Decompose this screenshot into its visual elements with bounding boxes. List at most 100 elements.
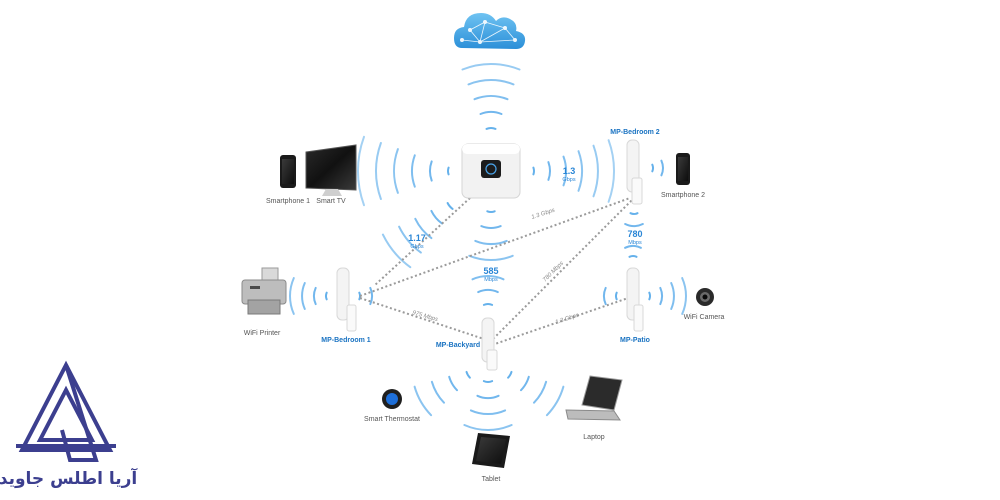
wave-arc — [577, 150, 583, 192]
mesh-point-bedroom1 — [336, 267, 357, 332]
camera-icon — [696, 288, 714, 306]
link-label-backyard-bedroom2: 780 Mbps — [542, 261, 565, 284]
wave-arc — [289, 277, 295, 315]
wave-arc — [430, 209, 443, 225]
link-label-backyard-patio: 1.3 Gbps — [555, 313, 580, 326]
wifi-signal-waves — [289, 63, 687, 432]
cloud-icon — [454, 13, 526, 49]
wave-arc — [607, 139, 616, 203]
wave-arc — [533, 380, 548, 404]
wave-router-left — [357, 135, 450, 207]
speed-unit: Mbps — [628, 240, 642, 246]
wave-arc — [660, 159, 664, 177]
mesh-point-bedroom2 — [626, 139, 643, 205]
wave-arc — [446, 202, 454, 210]
wave-arc — [547, 161, 551, 181]
wave-router-down — [468, 210, 514, 262]
mesh-links — [359, 197, 635, 346]
wave-arc — [398, 225, 422, 254]
wave-arc — [628, 255, 638, 258]
wave-arc — [477, 289, 499, 294]
wave-arc — [473, 95, 509, 101]
wave-arc — [480, 225, 502, 229]
link-backyard-bedroom2 — [489, 199, 633, 343]
link-router-bedroom1 — [374, 197, 471, 286]
wave-arc — [369, 286, 373, 306]
wave-arc — [469, 409, 507, 415]
smartphone-1-icon — [280, 155, 296, 188]
wave-arc — [592, 144, 599, 198]
wave-backyard-down-left — [413, 370, 471, 417]
speed-router-backyard: 585 Mbps — [483, 266, 498, 283]
wave-arc — [485, 127, 497, 130]
wave-arc — [624, 245, 642, 249]
smart-tv-label: Smart TV — [316, 198, 346, 205]
wave-arc — [681, 277, 687, 315]
smartphone-1-label: Smartphone 1 — [266, 198, 310, 205]
wave-arc — [357, 135, 365, 207]
speed-value: 780 — [627, 229, 642, 239]
laptop-icon — [565, 375, 623, 421]
wave-arc — [374, 142, 382, 200]
wifi-camera-label: WiFi Camera — [684, 314, 725, 321]
node-label-bedroom1: MP-Bedroom 1 — [321, 337, 371, 344]
wave-arc — [545, 385, 565, 417]
mesh-point-patio — [626, 267, 644, 332]
wave-bedroom1-left — [289, 277, 328, 315]
smartphone-2-icon — [676, 153, 690, 185]
wave-router-right — [532, 139, 616, 203]
smart-thermostat-label: Smart Thermostat — [364, 416, 420, 423]
wave-patio-left — [603, 286, 618, 306]
wave-arc — [324, 291, 328, 301]
smartphone-2-label: Smartphone 2 — [661, 192, 705, 199]
tablet-label: Tablet — [482, 476, 501, 483]
node-label-bedroom2: MP-Bedroom 2 — [610, 129, 660, 136]
wave-arc — [467, 79, 515, 86]
wave-arc — [507, 370, 513, 379]
wave-arc — [482, 380, 494, 383]
wave-arc — [430, 380, 445, 404]
printer-icon — [241, 267, 287, 315]
wave-bedroom2-right — [651, 159, 664, 177]
wave-router-up — [461, 63, 521, 130]
wave-arc — [381, 233, 412, 269]
speed-router-bedroom2: 1.3 Gbps — [562, 166, 575, 183]
wifi-printer-label: WiFi Printer — [244, 330, 281, 337]
wave-patio-right — [648, 277, 687, 315]
wave-arc — [520, 375, 530, 392]
wave-arc — [301, 282, 306, 310]
wave-arc — [465, 370, 471, 379]
wave-arc — [624, 223, 644, 227]
router-device — [461, 143, 521, 199]
wave-backyard-down-right — [507, 370, 565, 417]
speed-value: 585 — [483, 266, 498, 276]
wave-arc — [474, 239, 508, 245]
wave-arc — [447, 166, 450, 176]
brand-name: آریا اطلس جاوید — [0, 467, 138, 489]
link-bedroom1-bedroom2 — [359, 197, 631, 297]
speed-value: 1.3 — [563, 166, 576, 176]
node-label-patio: MP-Patio — [620, 337, 650, 344]
wave-arc — [471, 275, 505, 281]
wave-arc — [532, 166, 535, 176]
wave-arc — [476, 394, 500, 400]
laptop-label: Laptop — [583, 434, 605, 441]
speed-value: 1.17 — [408, 233, 426, 243]
mesh-point-backyard — [481, 317, 498, 371]
wave-arc — [461, 63, 521, 71]
brand-logo — [16, 360, 116, 462]
wave-arc — [614, 291, 618, 301]
wave-backyard-down — [463, 380, 513, 432]
speed-unit: Mbps — [484, 277, 498, 283]
wave-arc — [411, 154, 416, 188]
tablet-icon — [472, 433, 510, 468]
wave-arc — [429, 160, 433, 182]
wave-arc — [313, 286, 317, 306]
wave-arc — [414, 217, 433, 240]
link-label-bedroom1-backyard: 975 Mbps — [411, 310, 438, 323]
wave-arc — [603, 286, 607, 306]
wave-arc — [393, 148, 399, 194]
wave-arc — [562, 155, 568, 187]
wave-arc — [468, 254, 514, 262]
